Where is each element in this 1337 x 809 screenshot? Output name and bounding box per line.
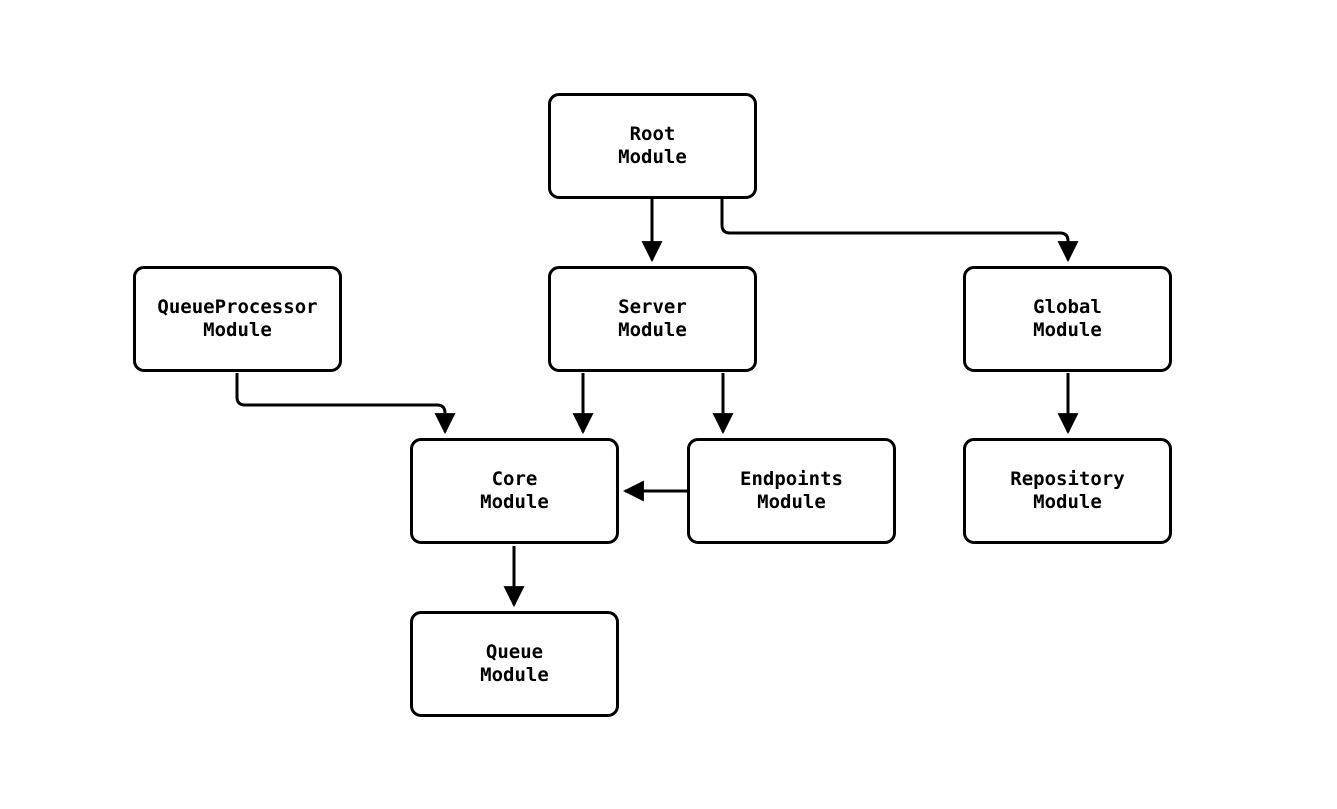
node-global-module: Global Module [963, 266, 1172, 372]
node-global-module-label: Global Module [1033, 296, 1102, 341]
node-endpoints-module-label: Endpoints Module [740, 468, 843, 513]
node-queue-module: Queue Module [410, 611, 619, 717]
node-server-module-label: Server Module [618, 296, 687, 341]
node-queueprocessor-module: QueueProcessor Module [133, 266, 342, 372]
node-server-module: Server Module [548, 266, 757, 372]
node-repository-module-label: Repository Module [1010, 468, 1125, 513]
edge-queueprocessor-to-core [235, 373, 456, 435]
node-core-module-label: Core Module [480, 468, 549, 513]
edge-root-to-global [720, 199, 1079, 263]
node-queue-module-label: Queue Module [480, 641, 549, 686]
node-queueprocessor-module-label: QueueProcessor Module [157, 296, 318, 341]
node-root-module: Root Module [548, 93, 757, 199]
node-repository-module: Repository Module [963, 438, 1172, 544]
node-core-module: Core Module [410, 438, 619, 544]
node-root-module-label: Root Module [618, 123, 687, 168]
node-endpoints-module: Endpoints Module [687, 438, 896, 544]
